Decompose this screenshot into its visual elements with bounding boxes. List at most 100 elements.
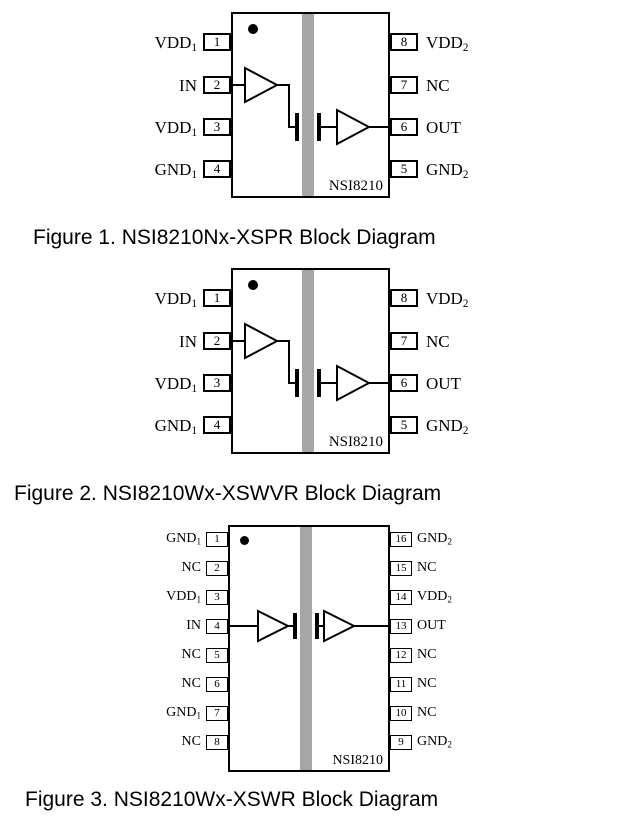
pin-label-base: NC <box>426 331 450 351</box>
pin-row: 6 OUT <box>390 372 461 394</box>
pin-label-base: VDD <box>154 373 192 393</box>
pin-label-sub: 2 <box>462 424 469 437</box>
pin-row: 7 NC <box>390 330 450 352</box>
pin-label: NC <box>417 561 436 575</box>
pin-row: 10 NC <box>390 704 436 722</box>
pin-row: 8 VDD2 <box>390 31 468 53</box>
pin-label-base: VDD <box>417 589 448 604</box>
pin-label-sub: 2 <box>447 536 452 547</box>
pin-label: IN <box>186 619 201 633</box>
pin-row: NC 6 <box>0 675 228 693</box>
pin-label: NC <box>426 333 450 350</box>
pin-label-sub: 1 <box>191 424 197 437</box>
pin-label-base: NC <box>181 560 201 575</box>
pin-row: NC 8 <box>0 733 228 751</box>
isolation-barrier <box>302 14 314 196</box>
pin-label: GND1 <box>166 706 201 720</box>
ic-package: NSI8210 <box>228 525 390 772</box>
pin-label-base: GND <box>426 415 463 435</box>
pin-label-base: VDD <box>154 32 192 52</box>
ic-package: NSI8210 <box>231 12 390 198</box>
pin-label-base: GND <box>417 734 448 749</box>
pin-label-base: OUT <box>417 618 446 633</box>
figure-caption: Figure 3. NSI8210Wx-XSWR Block Diagram <box>25 788 439 811</box>
pin-row: IN 2 <box>0 330 231 352</box>
pin-label: NC <box>182 561 201 575</box>
pin-row: GND1 4 <box>0 414 231 436</box>
pin-label: GND1 <box>166 532 201 546</box>
pin-label-base: OUT <box>426 373 461 393</box>
pin-label-sub: 2 <box>462 41 469 54</box>
pin-row: NC 5 <box>0 646 228 664</box>
pin-label: VDD2 <box>426 32 469 54</box>
pin-row: VDD1 3 <box>0 116 231 138</box>
pin-number-box: 4 <box>203 160 231 178</box>
pin-row: VDD1 1 <box>0 31 231 53</box>
pin-row: IN 2 <box>0 74 231 96</box>
pin-number-box: 5 <box>206 647 228 663</box>
pin-label-base: OUT <box>426 117 461 137</box>
pin-row: GND1 7 <box>0 704 228 722</box>
pin-label: OUT <box>417 619 446 633</box>
pin-number-box: 3 <box>203 374 231 392</box>
pin1-indicator-dot <box>240 536 249 545</box>
pin-label-base: NC <box>417 647 437 662</box>
pin-number-box: 7 <box>206 705 228 721</box>
pin-row: 15 NC <box>390 559 436 577</box>
pin-row: 13 OUT <box>390 617 446 635</box>
pin-number-box: 16 <box>390 531 412 547</box>
pin-label: NC <box>182 648 201 662</box>
pin-label-base: VDD <box>426 288 463 308</box>
pin-label-base: NC <box>417 676 437 691</box>
input-buffer-icon <box>257 609 291 643</box>
pin-number-box: 4 <box>206 618 228 634</box>
pin-number-box: 5 <box>390 160 418 178</box>
pin-row: 14 VDD2 <box>390 588 452 606</box>
pin-number-box: 6 <box>390 118 418 136</box>
pin-number-box: 2 <box>203 332 231 350</box>
pin-label-base: IN <box>179 75 197 95</box>
pin-row: 6 OUT <box>390 116 461 138</box>
output-buffer-icon <box>323 609 357 643</box>
pin-label-base: GND <box>417 531 448 546</box>
pin-number-box: 6 <box>206 676 228 692</box>
output-buffer-icon <box>336 364 372 402</box>
signal-path-diagram <box>233 270 388 452</box>
signal-path-diagram <box>230 527 388 770</box>
pin-number-box: 8 <box>390 33 418 51</box>
pin-number-box: 7 <box>390 76 418 94</box>
pin-label: IN <box>179 77 197 94</box>
step-wire <box>277 340 295 384</box>
figure-3: NSI8210 GND1 1 NC 2 VDD1 3 IN 4 NC 5 NC … <box>0 512 623 830</box>
pin-label-base: VDD <box>166 589 197 604</box>
ic-package: NSI8210 <box>231 268 390 454</box>
pin-label: GND1 <box>155 161 197 180</box>
pin-number-box: 5 <box>390 416 418 434</box>
pin-label-sub: 1 <box>191 126 197 139</box>
pin-number-box: 13 <box>390 618 412 634</box>
pin-label: VDD1 <box>155 119 197 139</box>
figure-1: NSI8210 VDD1 1 IN 2 VDD1 3 GND1 4 8 VDD2… <box>0 0 623 256</box>
pin-label-sub: 2 <box>447 739 452 750</box>
pin-number-box: 1 <box>206 531 228 547</box>
pin-row: 5 GND2 <box>390 158 468 180</box>
pin-row: 9 GND2 <box>390 733 452 751</box>
pin-label: NC <box>182 735 201 749</box>
pin-label: NC <box>417 677 436 691</box>
pin-number-box: 10 <box>390 705 412 721</box>
pin-row: 5 GND2 <box>390 414 468 436</box>
pin-row: 11 NC <box>390 675 436 693</box>
pin-label: NC <box>182 677 201 691</box>
pin-number-box: 9 <box>390 734 412 750</box>
pin-number-box: 12 <box>390 647 412 663</box>
pin-label-sub: 2 <box>462 168 469 181</box>
pin-number-box: 2 <box>206 560 228 576</box>
pin-label: OUT <box>426 119 461 136</box>
isolation-capacitor-left-plate <box>295 369 299 397</box>
output-buffer-icon <box>336 108 372 146</box>
pin-label-base: NC <box>181 734 201 749</box>
pin-label-base: VDD <box>426 32 463 52</box>
pin1-indicator-dot <box>248 24 258 34</box>
pin-label: IN <box>179 333 197 350</box>
